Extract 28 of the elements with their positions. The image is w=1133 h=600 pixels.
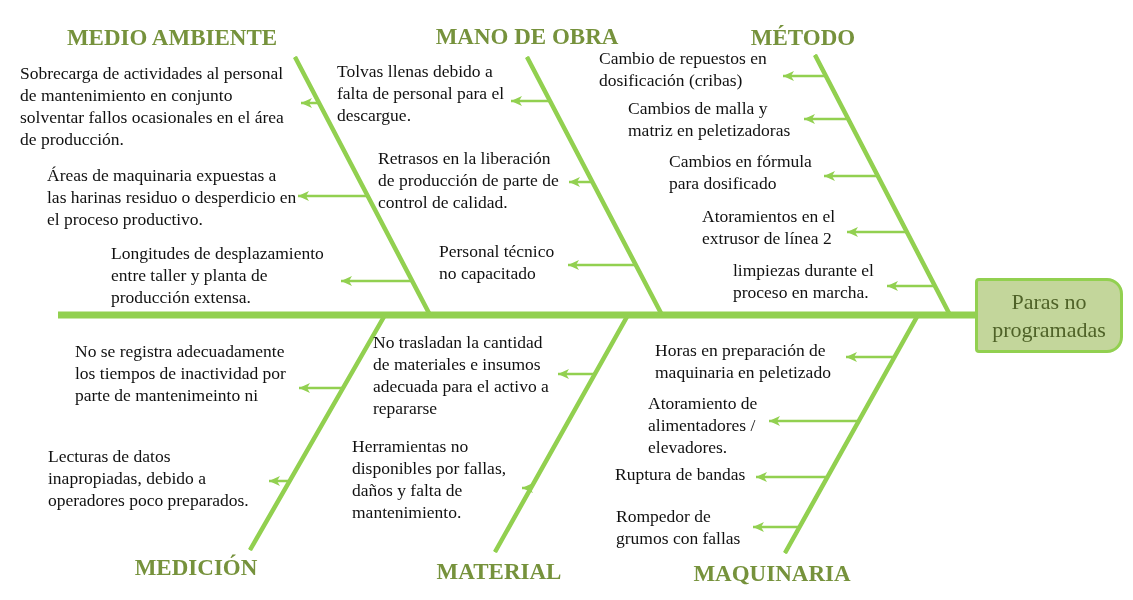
category-label: MANO DE OBRA	[435, 23, 619, 50]
cause-text: No trasladan la cantidad de materiales e insumos adecuada para el activo a repararse	[373, 332, 549, 418]
category-label: MÉTODO	[750, 24, 856, 51]
cause-text: Cambio de repuestos en dosificación (cribas)	[599, 48, 767, 90]
cause-text: Herramientas no disponibles por fallas, daños y falta de mantenimiento.	[352, 436, 507, 522]
category-label: MAQUINARIA	[693, 561, 851, 587]
cause-text: limpiezas durante el proceso en marcha.	[733, 260, 874, 302]
cause-text: Cambios de malla y matriz en peletizadoras	[628, 98, 791, 140]
cause-text: Longitudes de desplazamiento entre taller y planta de producción extensa.	[111, 243, 324, 307]
bone-line	[493, 483, 534, 553]
category-label: MEDICIÓN	[134, 555, 258, 581]
cause-text: Rompedor de grumos con fallas	[616, 506, 741, 548]
cause-text: Sobrecarga de actividades al personal de mantenimiento en conjunto solventar fallos ocasionales en el área de producción.	[20, 63, 284, 149]
cause-text: Personal técnico no capacitado	[439, 241, 555, 283]
cause-text: Cambios en fórmula para dosificado	[669, 151, 812, 193]
cause-text: Tolvas llenas debido a falta de personal para el descargue.	[337, 61, 505, 125]
cause-text: Atoramiento de alimentadores / elevadores.	[648, 393, 758, 457]
cause-text: Áreas de maquinaria expuestas a las harinas residuo o desperdicio en el proceso productivo.	[47, 165, 297, 229]
category-label: MATERIAL	[436, 559, 562, 585]
cause-text: No se registra adecuadamente los tiempos de inactividad por parte de mantenimeinto ni	[75, 341, 286, 405]
effect-box: Paras no programadas	[975, 278, 1123, 353]
cause-text: Retrasos en la liberación de producción de parte de control de calidad.	[378, 148, 559, 212]
cause-text: Ruptura de bandas	[615, 464, 746, 484]
bone-line	[813, 54, 937, 291]
cause-text: Atoramientos en el extrusor de línea 2	[702, 206, 836, 248]
cause-text: Lecturas de datos inapropiadas, debido a operadores poco preparados.	[48, 446, 249, 510]
category-label: MEDIO AMBIENTE	[66, 24, 278, 51]
cause-text: Horas en preparación de maquinaria en peletizado	[655, 340, 831, 382]
